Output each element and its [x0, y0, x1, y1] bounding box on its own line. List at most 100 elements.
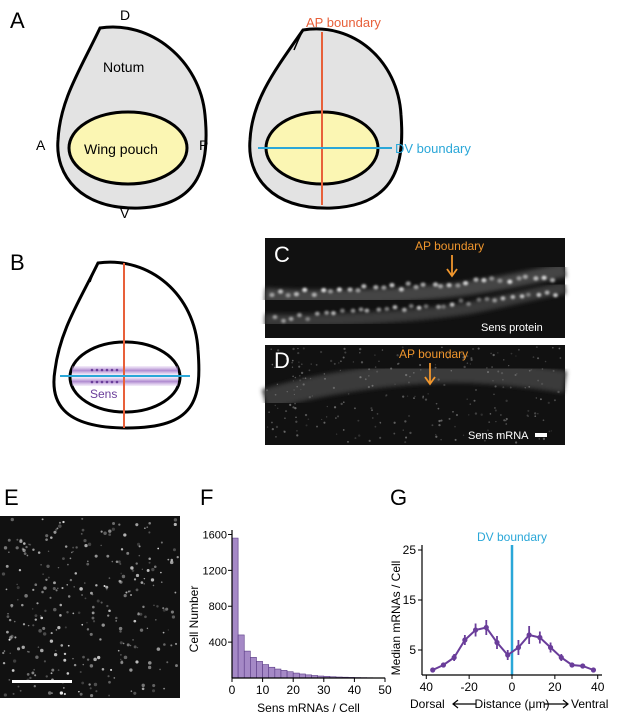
mrna-speckle	[548, 430, 551, 433]
mrna-spot	[108, 577, 111, 579]
mrna-spot	[3, 546, 8, 550]
mrna-spot	[162, 631, 165, 634]
mrna-speckle	[379, 422, 382, 424]
mrna-spot	[33, 668, 36, 671]
mrna-spot	[47, 550, 50, 553]
mrna-speckle	[329, 359, 333, 363]
mrna-speckle	[302, 377, 304, 379]
mrna-speckle	[325, 416, 328, 418]
mrna-speckle	[480, 413, 483, 416]
data-point	[472, 627, 479, 633]
mrna-spot	[91, 611, 95, 615]
mrna-spot	[105, 585, 109, 589]
mrna-speckle	[437, 378, 440, 381]
mrna-spot	[133, 619, 137, 623]
mrna-spot	[58, 521, 61, 524]
mrna-speckle	[526, 414, 529, 417]
ventral-label-g: Ventral	[571, 697, 608, 711]
mrna-spot	[155, 619, 157, 621]
nucleus-dot	[519, 294, 525, 299]
mrna-speckle	[367, 374, 370, 377]
x-tick-label-f: 20	[287, 683, 301, 697]
mrna-speckle	[292, 406, 295, 409]
mrna-spot	[51, 668, 55, 672]
mrna-spot	[106, 604, 109, 608]
nucleus-dot	[398, 287, 404, 292]
mrna-speckle	[496, 434, 498, 436]
mrna-spot	[50, 632, 53, 635]
mrna-spot	[60, 644, 64, 647]
mrna-speckle	[440, 438, 442, 441]
nucleus-dot	[525, 292, 531, 297]
nucleus-dot	[437, 284, 444, 289]
mrna-speckle	[321, 418, 323, 421]
mrna-speckle	[405, 373, 408, 377]
mrna-spot	[99, 638, 102, 641]
mrna-speckle	[493, 393, 495, 396]
mrna-speckle	[463, 365, 466, 369]
sens-dots	[90, 368, 119, 384]
mrna-speckle	[294, 406, 297, 410]
mrna-spot	[36, 602, 39, 605]
mrna-speckle	[431, 424, 434, 427]
ap-boundary-label: AP boundary	[306, 15, 381, 30]
mrna-spot	[152, 584, 155, 587]
nucleus-dot	[288, 316, 294, 321]
x-tick-label-g: 40	[591, 680, 605, 694]
mrna-spot	[19, 689, 22, 692]
mrna-spot	[28, 543, 30, 546]
panel-label-b: B	[10, 250, 25, 275]
mrna-spot	[135, 573, 140, 578]
mrna-speckle	[551, 346, 554, 349]
mrna-spot	[117, 649, 120, 652]
mrna-speckle	[297, 351, 300, 355]
mrna-speckle	[302, 383, 305, 386]
mrna-speckle	[527, 409, 530, 412]
mrna-speckle	[419, 363, 422, 366]
nucleus-dot	[473, 277, 479, 282]
mrna-speckle	[338, 362, 340, 364]
mrna-spot	[135, 523, 139, 527]
caption-c: Sens protein	[481, 322, 543, 334]
mrna-speckle	[286, 390, 288, 393]
mrna-speckle	[347, 393, 350, 395]
nucleus-dot	[436, 304, 441, 309]
mrna-spot	[130, 690, 133, 692]
histogram-bar	[250, 657, 257, 679]
mrna-speckle	[486, 370, 490, 374]
mrna-spot	[120, 661, 124, 665]
mrna-spot	[7, 612, 9, 615]
wing-pouch-label: Wing pouch	[84, 141, 158, 157]
mrna-spot	[120, 658, 122, 661]
mrna-spot	[34, 614, 38, 618]
mrna-speckle	[420, 369, 422, 371]
mrna-speckle	[528, 369, 531, 372]
mrna-spot	[42, 626, 46, 630]
histogram-bar	[280, 670, 288, 679]
mrna-speckle	[455, 413, 459, 417]
mrna-speckle	[505, 417, 508, 421]
mrna-spot	[27, 624, 30, 627]
mrna-spot	[96, 599, 100, 603]
mrna-spot	[118, 626, 123, 631]
nucleus-dot	[311, 292, 317, 297]
mrna-speckle	[532, 356, 535, 358]
mrna-spot	[120, 654, 122, 656]
mrna-speckle	[466, 398, 468, 400]
mrna-speckle	[276, 383, 279, 386]
mrna-speckle	[319, 350, 323, 354]
mrna-spot	[126, 643, 130, 647]
mrna-speckle	[323, 421, 326, 424]
mrna-speckle	[491, 366, 493, 368]
nucleus-dot	[492, 298, 498, 303]
mrna-spot	[72, 612, 75, 615]
mrna-spot	[44, 609, 47, 613]
data-point	[451, 654, 457, 661]
mrna-spot	[167, 629, 170, 631]
mrna-speckle	[537, 357, 540, 360]
mrna-spot	[6, 615, 10, 618]
mrna-spot	[45, 534, 49, 538]
mrna-spot	[138, 554, 141, 557]
mrna-spot	[170, 610, 174, 614]
x-tick-label-g: -20	[460, 680, 478, 694]
